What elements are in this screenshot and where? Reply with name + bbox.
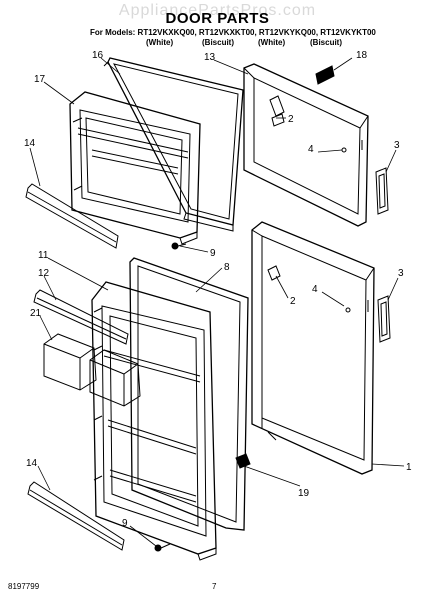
fresh-food-door-liner — [91, 281, 217, 561]
callout-label: 14 — [26, 458, 38, 469]
callout-label: 21 — [30, 308, 42, 319]
callout-label: 11 — [38, 250, 49, 261]
lower-screw — [154, 543, 171, 552]
freezer-door-panel — [243, 63, 369, 227]
color-label-4: (Biscuit) — [310, 38, 342, 47]
freezer-door-liner — [69, 91, 201, 245]
callout-label: 18 — [356, 50, 368, 61]
leader-lines — [29, 57, 405, 547]
fresh-food-shelf-bar — [33, 289, 129, 345]
fresh-food-door-gasket — [129, 257, 249, 531]
callout-labels: 16 17 14 13 18 2 4 3 9 11 12 8 21 3 2 4 … — [24, 50, 412, 529]
watermark: AppliancePartsPros.com — [118, 2, 317, 19]
callout-label: 4 — [308, 144, 314, 155]
diagram-title: DOOR PARTS — [165, 10, 270, 27]
callout-label: 3 — [398, 268, 404, 279]
callout-label: 12 — [38, 268, 50, 279]
callout-label: 2 — [288, 114, 294, 125]
document-number: 8197799 — [8, 582, 40, 591]
callout-label: 16 — [92, 50, 104, 61]
callout-label: 1 — [406, 462, 412, 473]
fresh-food-door-handle — [377, 295, 391, 343]
freezer-door-shelf-bar — [25, 183, 119, 249]
models-line: For Models: RT12VKXKQ00, RT12VKXKT00, RT… — [90, 28, 376, 37]
callout-label: 13 — [204, 52, 216, 63]
callout-label: 8 — [224, 262, 230, 273]
dairy-compartment — [43, 333, 141, 407]
upper-screw — [171, 242, 187, 250]
freezer-door-handle — [375, 167, 389, 215]
callout-label: 4 — [312, 284, 318, 295]
hinge-bushing — [235, 453, 251, 469]
color-label-2: (Biscuit) — [202, 38, 234, 47]
color-label-3: (White) — [258, 38, 286, 47]
callout-label: 19 — [298, 488, 310, 499]
callout-label: 2 — [290, 296, 296, 307]
callout-label: 3 — [394, 140, 400, 151]
callout-label: 17 — [34, 74, 46, 85]
callout-label: 14 — [24, 138, 36, 149]
page-number: 7 — [212, 582, 217, 591]
rating-label — [315, 65, 335, 85]
callout-label: 9 — [122, 518, 128, 529]
freezer-door-gasket — [103, 57, 244, 232]
fresh-food-door-panel — [251, 221, 375, 475]
lower-shelf-bar — [27, 481, 125, 551]
color-label-1: (White) — [146, 38, 174, 47]
callout-label: 9 — [210, 248, 216, 259]
